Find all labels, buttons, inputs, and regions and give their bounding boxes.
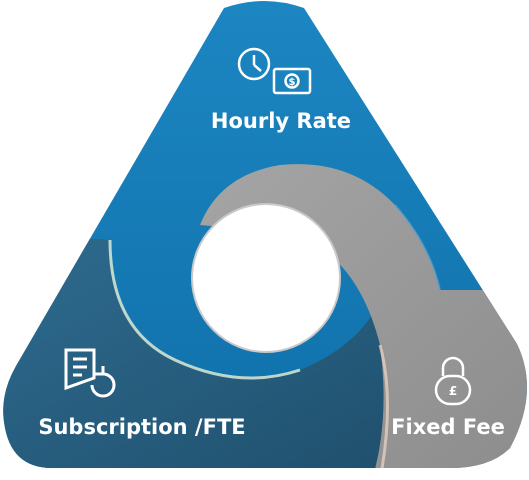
label-subscription: Subscription /FTE	[38, 415, 245, 439]
pound-symbol: £	[449, 384, 457, 398]
document-refresh-icon	[64, 348, 116, 398]
padlock-pound-icon	[434, 356, 472, 406]
label-hourly-rate: Hourly Rate	[211, 109, 351, 133]
money-symbol: $	[289, 77, 296, 88]
segment-subscription	[3, 238, 420, 468]
center-hole	[192, 204, 340, 352]
segment-fixed-fee	[200, 164, 527, 468]
clock-money-icon	[237, 47, 312, 95]
label-fixed-fee: Fixed Fee	[391, 415, 505, 439]
